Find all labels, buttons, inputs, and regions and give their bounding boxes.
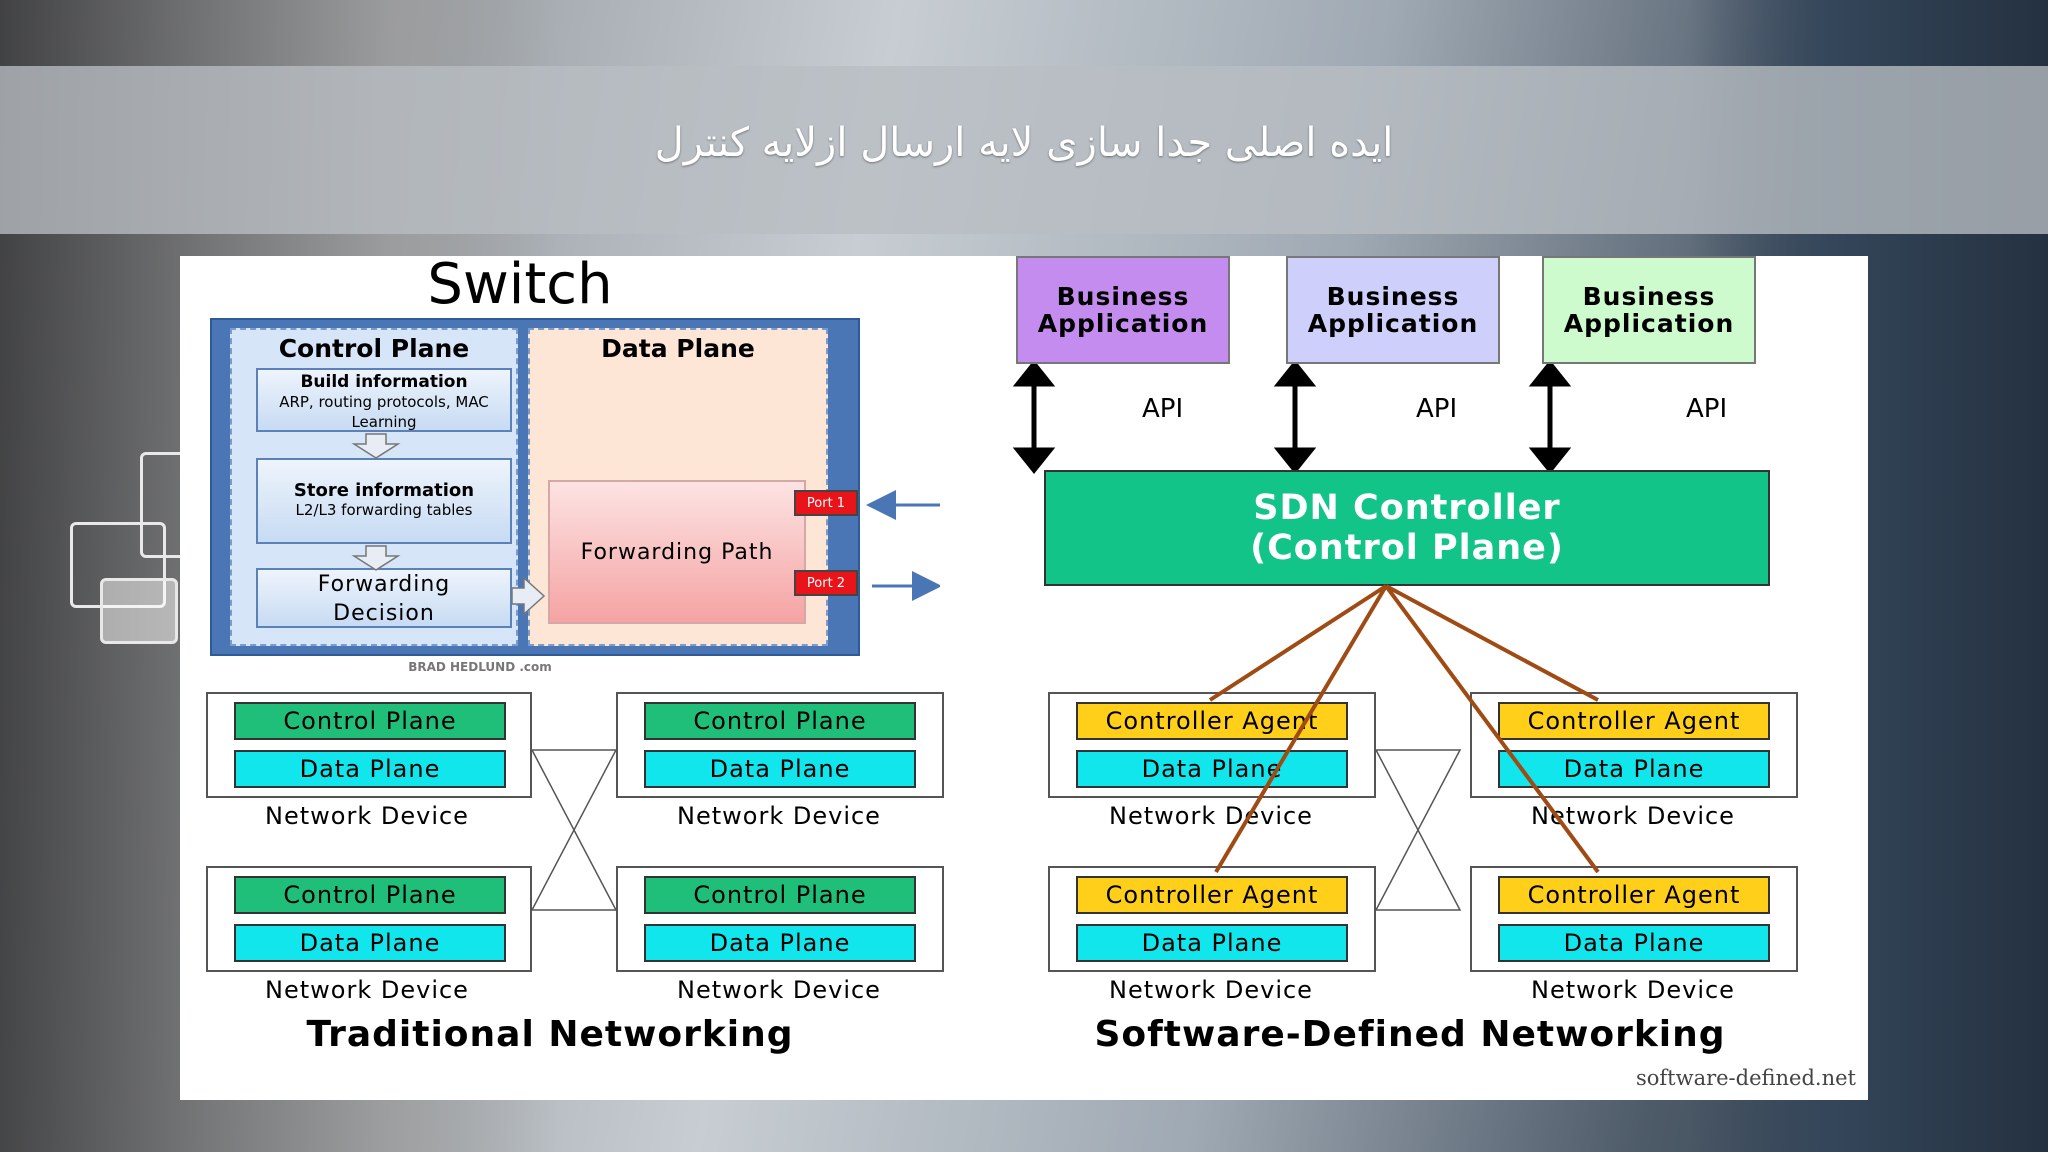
down-arrow-2: [351, 545, 401, 571]
controller-agent-4: Controller Agent: [1498, 876, 1770, 914]
traditional-data-plane-1: Data Plane: [234, 750, 506, 788]
right-arrow-decision: [511, 576, 546, 616]
traditional-device-label-4: Network Device: [677, 976, 881, 1004]
build-information-box: Build information ARP, routing protocols…: [256, 368, 512, 432]
traditional-control-plane-2: Control Plane: [644, 702, 916, 740]
sdn-device-label-4: Network Device: [1531, 976, 1735, 1004]
traditional-networking-title: Traditional Networking: [306, 1014, 794, 1055]
sdn-controller: SDN Controller (Control Plane): [1044, 470, 1770, 586]
port-1: Port 1: [794, 490, 858, 516]
traditional-control-plane-4: Control Plane: [644, 876, 916, 914]
forwarding-decision-box: Forwarding Decision: [256, 568, 512, 628]
api-label-2: API: [1416, 394, 1458, 424]
switch-title: Switch: [427, 252, 613, 317]
sdn-data-plane-4: Data Plane: [1498, 924, 1770, 962]
sdn-title: Software-Defined Networking: [1094, 1014, 1726, 1055]
title-band: [0, 66, 2048, 234]
controller-agent-1: Controller Agent: [1076, 702, 1348, 740]
forwarding-path-label: Forwarding Path: [580, 539, 774, 565]
sdn-data-plane-1: Data Plane: [1076, 750, 1348, 788]
port-2: Port 2: [794, 570, 858, 596]
traditional-device-label-1: Network Device: [265, 802, 469, 830]
control-plane-heading: Control Plane: [278, 334, 470, 363]
traditional-data-plane-4: Data Plane: [644, 924, 916, 962]
traditional-mesh-links: [530, 749, 618, 911]
slide-title: ایده اصلی جدا سازی لایه ارسال ازلایه کنت…: [654, 120, 1394, 166]
switch-arrows: [351, 433, 940, 616]
diagram-panel: Switch Control Plane Data Plane Build in…: [180, 252, 1868, 1100]
build-information-title: Build information: [300, 372, 468, 392]
traditional-data-plane-2: Data Plane: [644, 750, 916, 788]
down-arrow-1: [351, 433, 401, 459]
store-information-title: Store information: [293, 480, 475, 501]
business-application-1: Business Application: [1016, 256, 1230, 364]
port-2-label: Port 2: [806, 575, 846, 591]
data-plane-heading: Data Plane: [601, 334, 755, 363]
source-credit: software-defined.net: [1635, 1066, 1856, 1090]
build-information-detail: ARP, routing protocols, MAC Learning: [279, 393, 489, 431]
sdn-data-plane-2: Data Plane: [1498, 750, 1770, 788]
sdn-data-plane-3: Data Plane: [1076, 924, 1348, 962]
sdn-controller-line-1: SDN Controller: [1253, 488, 1561, 528]
traditional-device-label-2: Network Device: [677, 802, 881, 830]
forwarding-decision-label: Forwarding Decision: [317, 572, 451, 626]
api-arrows: [1012, 364, 1572, 474]
traditional-device-label-3: Network Device: [265, 976, 469, 1004]
port-1-label: Port 1: [806, 495, 846, 511]
forwarding-path-box: Forwarding Path: [548, 480, 806, 624]
store-information-detail: L2/L3 forwarding tables: [295, 501, 473, 519]
business-application-2: Business Application: [1286, 256, 1500, 364]
sdn-device-label-1: Network Device: [1109, 802, 1313, 830]
business-application-3: Business Application: [1542, 256, 1756, 364]
decorative-square: [100, 578, 178, 644]
traditional-control-plane-3: Control Plane: [234, 876, 506, 914]
api-label-1: API: [1142, 394, 1184, 424]
traditional-control-plane-1: Control Plane: [234, 702, 506, 740]
traditional-data-plane-3: Data Plane: [234, 924, 506, 962]
sdn-controller-line-2: (Control Plane): [1250, 528, 1564, 568]
switch-credit: BRAD HEDLUND .com: [408, 660, 552, 674]
sdn-device-label-3: Network Device: [1109, 976, 1313, 1004]
controller-agent-2: Controller Agent: [1498, 702, 1770, 740]
controller-agent-3: Controller Agent: [1076, 876, 1348, 914]
api-label-3: API: [1686, 394, 1728, 424]
sdn-links: [1208, 584, 1600, 911]
store-information-box: Store information L2/L3 forwarding table…: [256, 458, 512, 544]
